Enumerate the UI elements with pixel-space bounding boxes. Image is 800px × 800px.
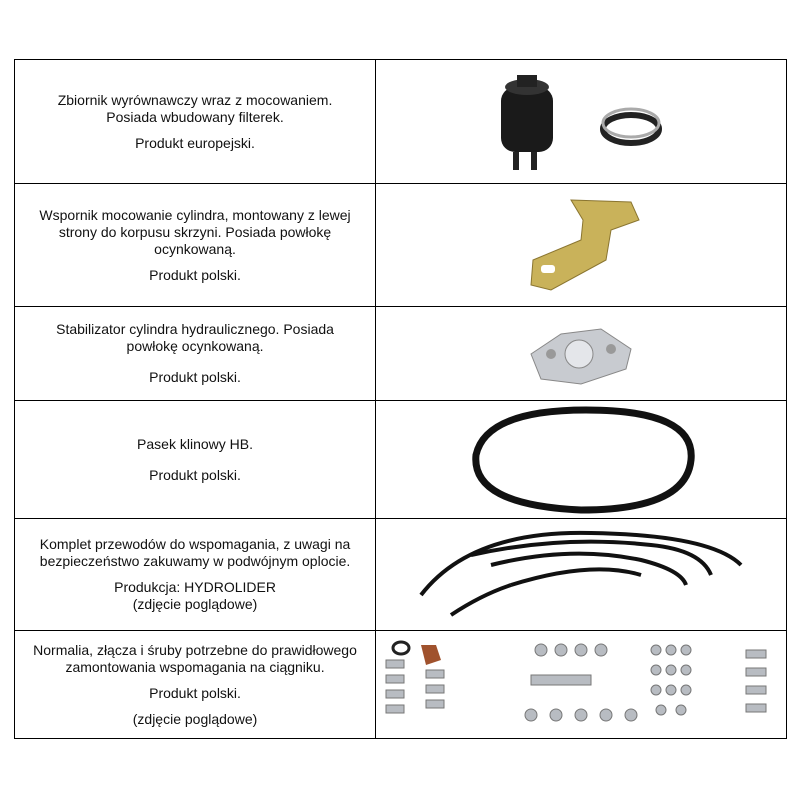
table-row: Komplet przewodów do wspomagania, z uwag…	[13, 518, 787, 631]
table-row: Wspornik mocowanie cylindra, montowany z…	[13, 183, 787, 307]
description-cell: Zbiornik wyrównawczy wraz z mocowaniem. …	[13, 59, 377, 184]
product-image-v-belt	[375, 400, 787, 519]
product-origin: Produkt polski.	[149, 266, 241, 283]
product-image-hoses	[375, 518, 787, 631]
product-image-fasteners	[375, 630, 787, 739]
product-description: Zbiornik wyrównawczy wraz z mocowaniem. …	[57, 91, 333, 125]
product-origin: Produkt polski.	[149, 684, 241, 701]
product-origin: Produkt europejski.	[135, 134, 255, 151]
product-description: Normalia, złącza i śruby potrzebne do pr…	[33, 641, 357, 675]
product-description: Komplet przewodów do wspomagania, z uwag…	[39, 536, 351, 569]
table-row: Pasek klinowy HB. Produkt polski.	[13, 400, 787, 519]
product-table: Zbiornik wyrównawczy wraz z mocowaniem. …	[13, 59, 787, 739]
description-cell: Komplet przewodów do wspomagania, z uwag…	[13, 518, 377, 631]
description-cell: Wspornik mocowanie cylindra, montowany z…	[13, 183, 377, 307]
product-origin: Produkt polski.	[149, 466, 241, 483]
photo-note: (zdjęcie poglądowe)	[132, 596, 258, 612]
product-description: Stabilizator cylindra hydraulicznego. Po…	[56, 321, 334, 354]
photo-note: (zdjęcie poglądowe)	[132, 710, 258, 727]
product-description: Wspornik mocowanie cylindra, montowany z…	[39, 206, 351, 257]
description-cell: Pasek klinowy HB. Produkt polski.	[13, 400, 377, 519]
product-image-reservoir	[375, 59, 787, 184]
product-origin: Produkcja: HYDROLIDER	[114, 579, 276, 595]
table-row: Zbiornik wyrównawczy wraz z mocowaniem. …	[13, 59, 787, 184]
product-description: Pasek klinowy HB.	[137, 435, 253, 452]
product-origin: Produkt polski.	[149, 369, 241, 385]
table-row: Normalia, złącza i śruby potrzebne do pr…	[13, 630, 787, 739]
description-cell: Stabilizator cylindra hydraulicznego. Po…	[13, 306, 377, 401]
product-image-stabilizer	[375, 306, 787, 401]
table-row: Stabilizator cylindra hydraulicznego. Po…	[13, 306, 787, 401]
description-cell: Normalia, złącza i śruby potrzebne do pr…	[13, 630, 377, 739]
product-image-bracket	[375, 183, 787, 307]
